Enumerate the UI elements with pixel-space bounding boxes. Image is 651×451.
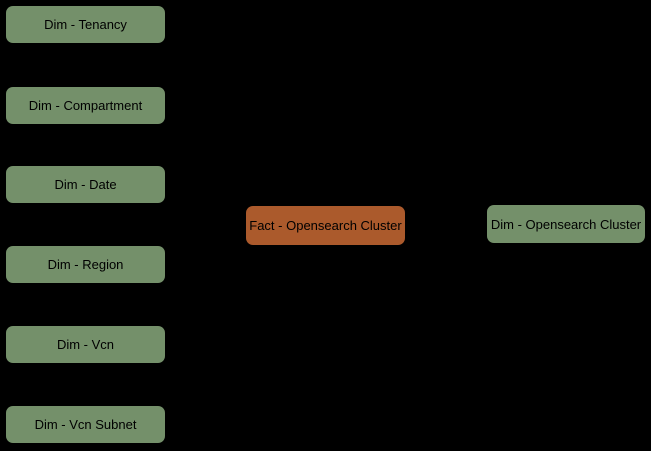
node-fact-opensearch-cluster: Fact - Opensearch Cluster <box>246 206 405 245</box>
node-label: Dim - Region <box>47 257 124 272</box>
node-label: Dim - Vcn <box>56 337 115 352</box>
node-dim-vcn-subnet: Dim - Vcn Subnet <box>6 406 165 443</box>
node-label: Dim - Opensearch Cluster <box>490 216 642 232</box>
node-label: Dim - Vcn Subnet <box>34 417 137 432</box>
node-label: Dim - Date <box>54 177 117 192</box>
node-label: Dim - Tenancy <box>44 17 127 32</box>
node-dim-compartment: Dim - Compartment <box>6 87 165 124</box>
node-dim-date: Dim - Date <box>6 166 165 203</box>
node-dim-vcn: Dim - Vcn <box>6 326 165 363</box>
node-dim-opensearch-cluster: Dim - Opensearch Cluster <box>487 205 645 243</box>
node-label: Dim - Compartment <box>28 98 143 113</box>
node-dim-tenancy: Dim - Tenancy <box>6 6 165 43</box>
node-label: Fact - Opensearch Cluster <box>249 218 402 233</box>
node-dim-region: Dim - Region <box>6 246 165 283</box>
